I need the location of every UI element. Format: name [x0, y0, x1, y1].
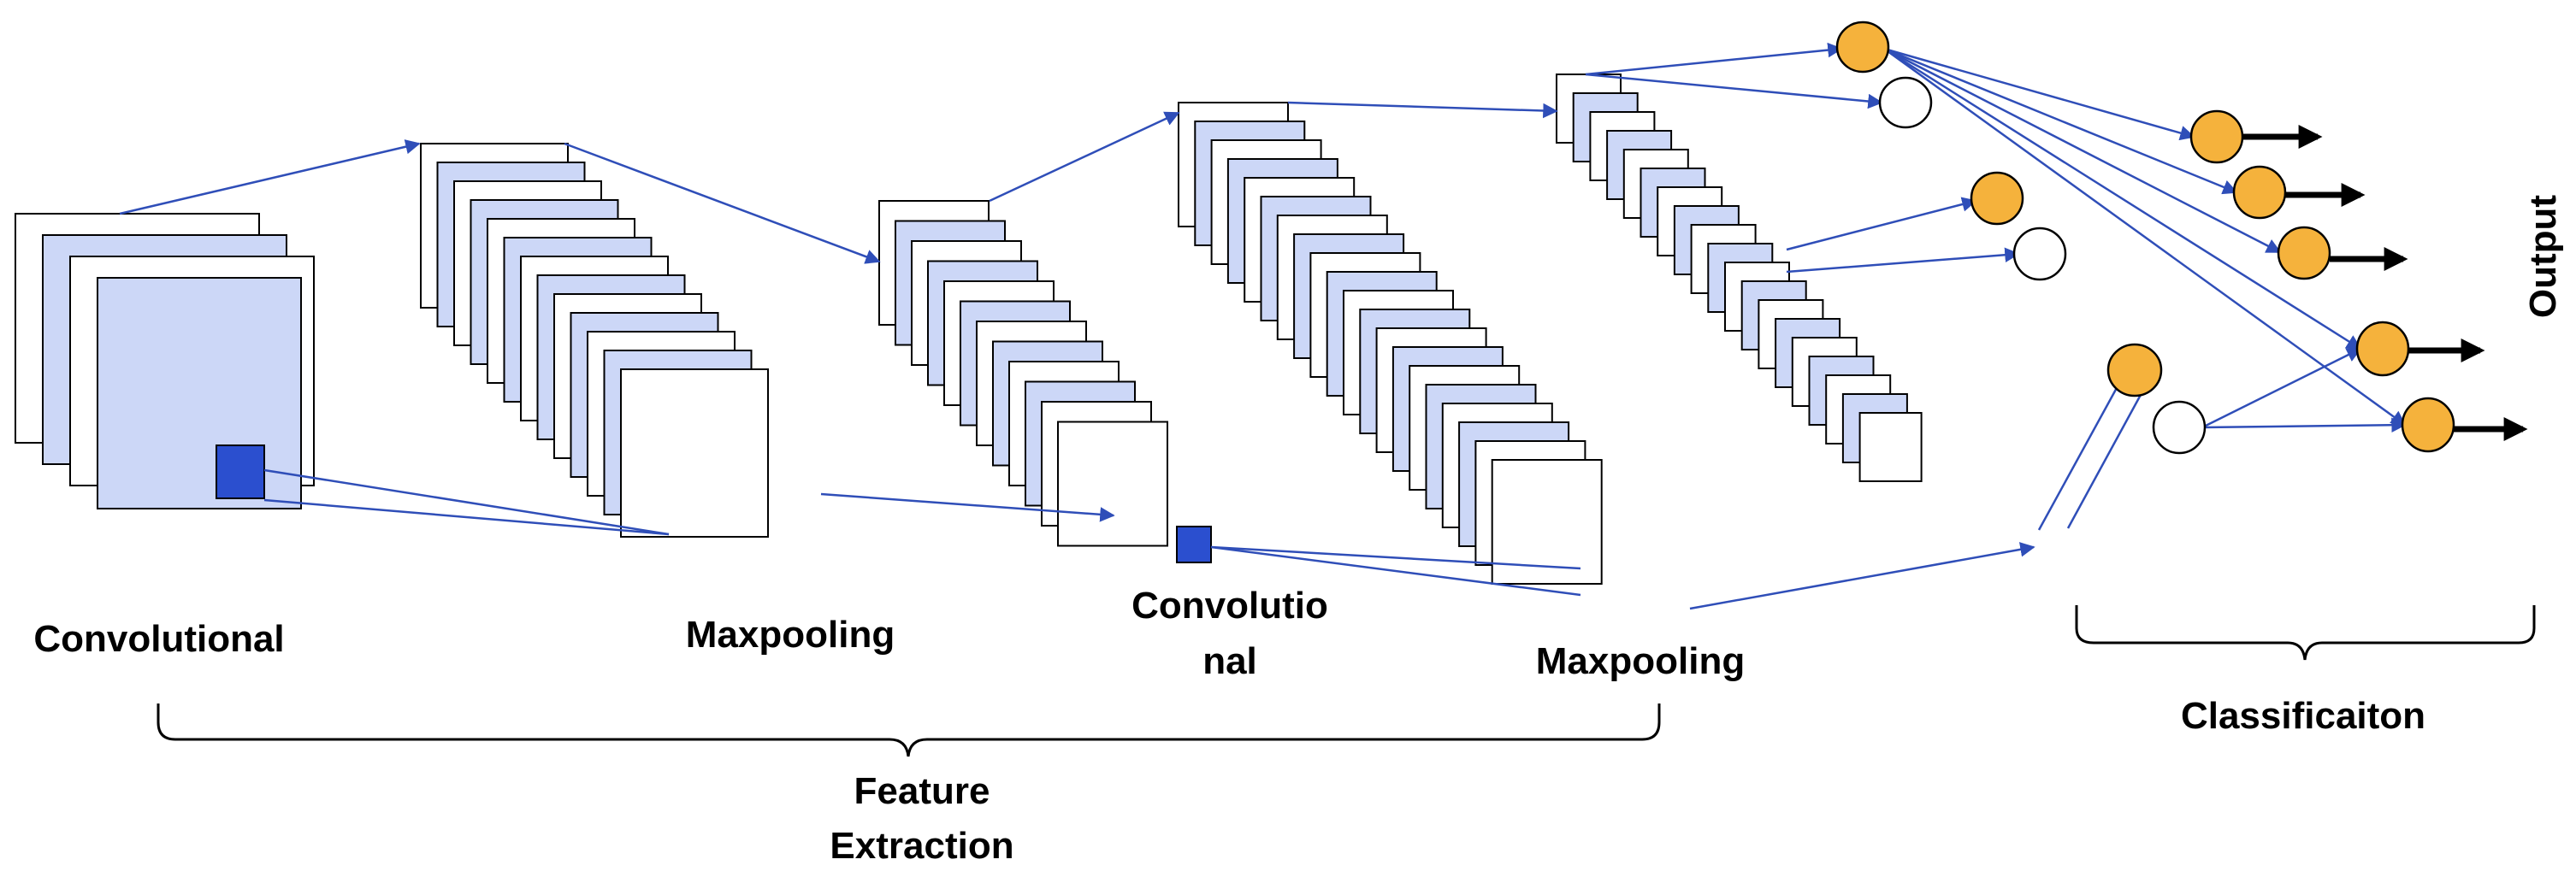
neuron-active — [2277, 226, 2331, 280]
connector-line — [1883, 47, 2282, 254]
connector-line — [2201, 417, 2407, 433]
pool1-map — [620, 368, 769, 538]
connector-line — [1689, 542, 2035, 610]
conv2-kernel — [1176, 526, 1212, 563]
connector-line — [820, 492, 1115, 522]
conv1-feature-maps — [15, 213, 315, 509]
conv2-label-line1: Convolutio — [1131, 585, 1328, 627]
pool2-feature-maps — [1556, 74, 1923, 482]
connector-lines — [119, 42, 2407, 610]
connector-line — [1585, 42, 1843, 76]
conv2-output-feature-maps — [1178, 102, 1603, 585]
connector-line — [1883, 47, 2238, 195]
neuron-inactive — [2152, 400, 2207, 455]
connector-line — [1786, 247, 2020, 274]
connector-line — [2037, 366, 2130, 531]
output-arrows — [2242, 125, 2528, 441]
neuron-active — [2106, 343, 2163, 397]
connector-line — [119, 139, 421, 215]
feature-extraction-brace — [157, 703, 1661, 757]
connector-line — [1210, 545, 1581, 570]
neuron-inactive — [1878, 76, 1933, 129]
feature-extraction-label-line1: Feature — [854, 770, 990, 812]
connector-line — [1287, 101, 1558, 119]
conv1-label: Convolutional — [33, 618, 284, 660]
pool2-map — [1858, 412, 1923, 482]
classification-label: Classificaiton — [2181, 695, 2425, 737]
neuron-active — [1970, 171, 2024, 226]
classification-brace — [2075, 605, 2536, 661]
neuron-active — [1835, 21, 1890, 74]
connector-line — [1585, 73, 1883, 109]
neuron-active — [2401, 397, 2455, 453]
conv2-feature-maps — [878, 200, 1212, 563]
pool1-feature-maps — [420, 143, 769, 538]
pool2-label: Maxpooling — [1536, 640, 1745, 682]
conv3-map — [1491, 459, 1603, 585]
connector-line — [1210, 545, 1581, 597]
neuron-inactive — [2012, 227, 2067, 281]
connector-line — [263, 498, 670, 536]
connector-line — [1883, 47, 2407, 427]
connector-line — [1786, 197, 1977, 251]
output-label: Output — [2522, 195, 2564, 319]
connector-line — [2201, 347, 2362, 429]
pool1-label: Maxpooling — [686, 614, 895, 656]
connector-line — [989, 111, 1180, 203]
connector-line — [1883, 47, 2362, 350]
connector-line — [1883, 47, 2195, 141]
neuron-active — [2232, 165, 2287, 220]
neuron-active — [2355, 321, 2410, 377]
connector-line — [2066, 373, 2154, 529]
neuron-active — [2189, 109, 2244, 164]
feature-extraction-label-line2: Extraction — [830, 825, 1013, 867]
connector-line — [263, 468, 670, 536]
conv1-kernel — [216, 444, 265, 499]
conv2-map — [1057, 421, 1168, 547]
conv1-map — [97, 277, 302, 509]
classifier-neurons — [1835, 21, 2455, 455]
conv2-label-line2: nal — [1202, 640, 1257, 682]
connector-line — [564, 142, 881, 264]
